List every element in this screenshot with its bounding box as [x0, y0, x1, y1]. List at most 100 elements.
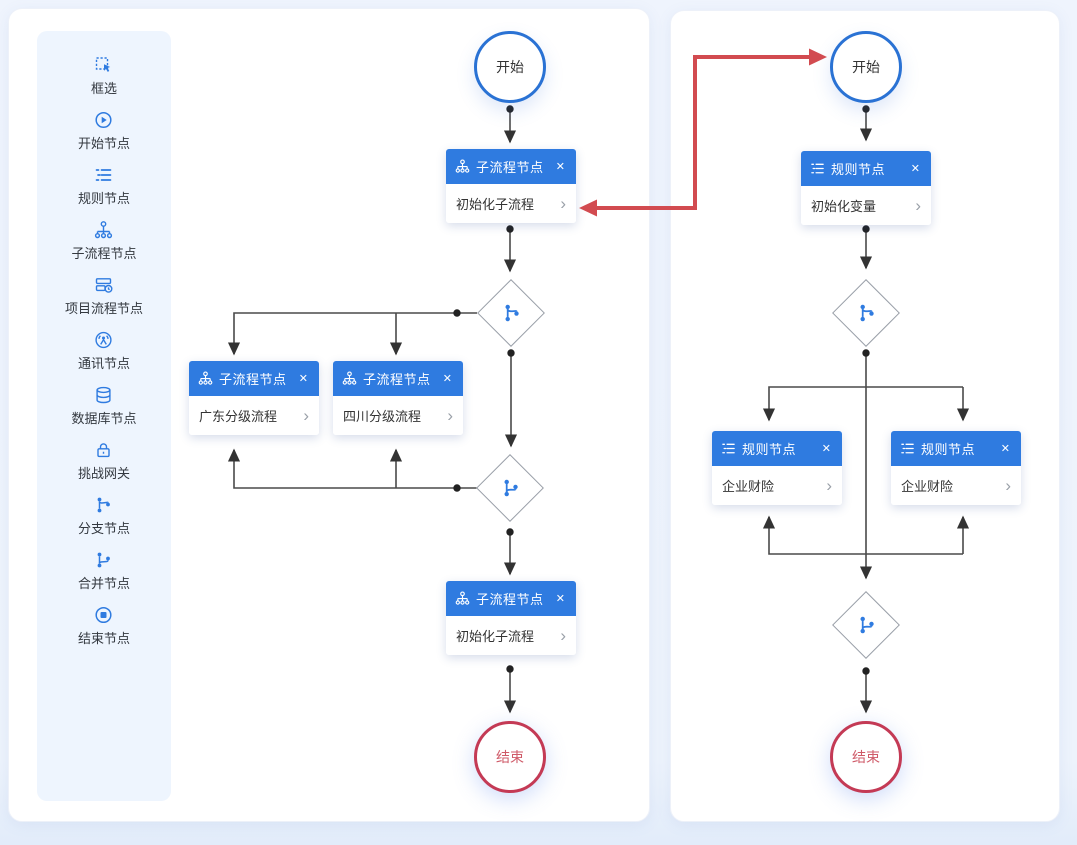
node-title: 规则节点	[831, 162, 886, 177]
rule-icon	[811, 163, 824, 174]
branch-icon	[860, 304, 874, 322]
node-header[interactable]: 子流程节点 ✕	[446, 149, 576, 184]
edge-merge-to-guangdong	[227, 448, 477, 489]
node-body[interactable]: 初始化变量 ›	[801, 186, 931, 225]
node-body-text: 企业财险	[901, 479, 954, 494]
node-body[interactable]: 初始化子流程 ›	[446, 184, 576, 223]
node-body[interactable]: 广东分级流程 ›	[189, 396, 319, 435]
close-icon[interactable]: ✕	[821, 443, 831, 455]
palette-item-merge-node[interactable]: 合并节点	[78, 550, 130, 592]
close-icon[interactable]: ✕	[910, 163, 920, 175]
project-flow-node-icon	[96, 278, 113, 293]
palette-item-communication-node[interactable]: 通讯节点	[78, 330, 130, 372]
chevron-right-icon[interactable]: ›	[826, 476, 832, 495]
flow-node-subprocess-init-bottom[interactable]: 子流程节点 ✕ 初始化子流程 ›	[446, 581, 576, 655]
palette-item-label: 结束节点	[77, 631, 130, 646]
node-body-text: 初始化变量	[811, 199, 877, 214]
flow-node-rule-init-var[interactable]: 规则节点 ✕ 初始化变量 ›	[801, 151, 931, 225]
node-header[interactable]: 规则节点 ✕	[712, 431, 842, 466]
chevron-right-icon[interactable]: ›	[447, 406, 453, 425]
palette-item-end-node[interactable]: 结束节点	[78, 605, 130, 647]
palette-item-label: 项目流程节点	[64, 301, 143, 316]
start-node[interactable]: 开始	[830, 31, 902, 103]
communication-node-icon	[95, 331, 113, 349]
chevron-right-icon[interactable]: ›	[1005, 476, 1011, 495]
node-body[interactable]: 企业财险 ›	[891, 466, 1021, 505]
start-node-label: 开始	[852, 59, 880, 75]
close-icon[interactable]: ✕	[555, 593, 565, 605]
canvas-panel-left: 框选 开始节点 规则节点 子流程节点 项目流程节点 通讯节点 数据库节点	[8, 8, 650, 822]
node-header[interactable]: 子流程节点 ✕	[333, 361, 463, 396]
node-title: 规则节点	[742, 442, 797, 457]
close-icon[interactable]: ✕	[1000, 443, 1010, 455]
rule-node-icon	[96, 169, 112, 181]
node-header[interactable]: 规则节点 ✕	[801, 151, 931, 186]
close-icon[interactable]: ✕	[442, 373, 452, 385]
palette-item-start-node[interactable]: 开始节点	[78, 110, 130, 152]
close-icon[interactable]: ✕	[555, 161, 565, 173]
subprocess-node-icon	[95, 221, 113, 239]
node-header[interactable]: 子流程节点 ✕	[446, 581, 576, 616]
palette-item-database-node[interactable]: 数据库节点	[71, 385, 137, 427]
palette-item-rule-node[interactable]: 规则节点	[78, 165, 130, 207]
flow-node-rule-right[interactable]: 规则节点 ✕ 企业财险 ›	[891, 431, 1021, 505]
database-node-icon	[96, 386, 112, 404]
merge-node-icon	[98, 552, 111, 568]
subprocess-icon	[198, 371, 213, 385]
palette-item-label: 数据库节点	[71, 411, 137, 426]
challenge-gateway-icon	[97, 443, 111, 458]
branch-gateway[interactable]	[477, 279, 545, 347]
branch-gateway[interactable]	[832, 279, 900, 347]
node-body-text: 初始化子流程	[456, 629, 535, 644]
palette-item-label: 通讯节点	[77, 356, 130, 371]
palette-item-label: 合并节点	[77, 576, 130, 591]
palette-item-label: 开始节点	[77, 136, 130, 151]
palette-item-label: 规则节点	[77, 191, 130, 206]
close-icon[interactable]: ✕	[298, 373, 308, 385]
palette-item-label: 框选	[90, 81, 117, 96]
node-body-text: 企业财险	[722, 479, 775, 494]
merge-gateway[interactable]	[832, 591, 900, 659]
end-node-label: 结束	[496, 749, 524, 765]
node-title: 子流程节点	[219, 372, 287, 387]
end-node[interactable]: 结束	[830, 721, 902, 793]
edge-branch-to-guangdong	[227, 312, 477, 356]
flow-node-subprocess-guangdong[interactable]: 子流程节点 ✕ 广东分级流程 ›	[189, 361, 319, 435]
node-title: 子流程节点	[363, 372, 431, 387]
node-body[interactable]: 初始化子流程 ›	[446, 616, 576, 655]
palette-item-label: 分支节点	[77, 521, 130, 536]
end-node[interactable]: 结束	[474, 721, 546, 793]
marquee-select-icon	[96, 57, 111, 72]
start-node[interactable]: 开始	[474, 31, 546, 103]
palette-item-marquee-select[interactable]: 框选	[91, 55, 117, 97]
chevron-right-icon[interactable]: ›	[303, 406, 309, 425]
node-palette: 框选 开始节点 规则节点 子流程节点 项目流程节点 通讯节点 数据库节点	[37, 31, 171, 801]
end-node-label: 结束	[852, 749, 880, 765]
rule-icon	[901, 443, 914, 454]
rule-icon	[722, 443, 735, 454]
node-title: 规则节点	[921, 442, 976, 457]
palette-item-subprocess-node[interactable]: 子流程节点	[71, 220, 137, 262]
chevron-right-icon[interactable]: ›	[560, 194, 566, 213]
branch-node-icon	[98, 497, 111, 513]
flow-node-rule-left[interactable]: 规则节点 ✕ 企业财险 ›	[712, 431, 842, 505]
merge-gateway[interactable]	[476, 454, 544, 522]
flow-node-subprocess-init-top[interactable]: 子流程节点 ✕ 初始化子流程 ›	[446, 149, 576, 223]
palette-item-label: 子流程节点	[71, 246, 137, 261]
flow-node-subprocess-sichuan[interactable]: 子流程节点 ✕ 四川分级流程 ›	[333, 361, 463, 435]
palette-item-challenge-gateway[interactable]: 挑战网关	[78, 440, 130, 482]
palette-item-branch-node[interactable]: 分支节点	[78, 495, 130, 537]
node-header[interactable]: 规则节点 ✕	[891, 431, 1021, 466]
subprocess-icon	[455, 591, 470, 605]
node-body[interactable]: 企业财险 ›	[712, 466, 842, 505]
start-node-icon	[95, 111, 113, 129]
chevron-right-icon[interactable]: ›	[560, 626, 566, 645]
edge-branch-to-rule-left	[762, 386, 963, 422]
node-body[interactable]: 四川分级流程 ›	[333, 396, 463, 435]
palette-item-project-flow-node[interactable]: 项目流程节点	[65, 275, 143, 317]
node-header[interactable]: 子流程节点 ✕	[189, 361, 319, 396]
start-node-label: 开始	[496, 59, 524, 75]
edge-merge-to-rule-left	[762, 515, 963, 555]
chevron-right-icon[interactable]: ›	[915, 196, 921, 215]
palette-item-label: 挑战网关	[77, 466, 130, 481]
